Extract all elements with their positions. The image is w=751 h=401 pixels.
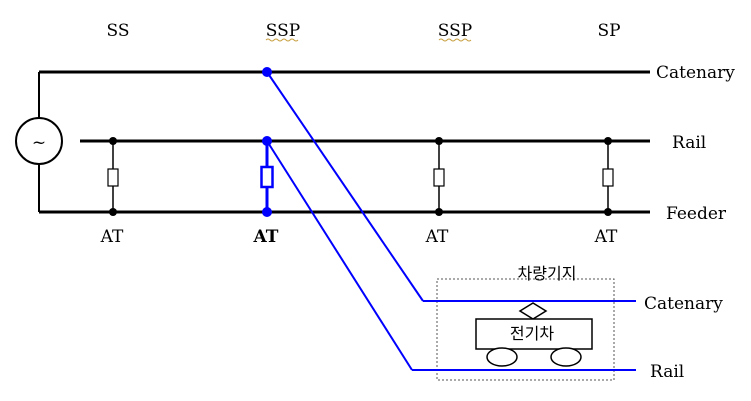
depot-rail-feed [266,140,413,371]
station-label-sp: SP [597,21,620,41]
ac-source-symbol: ~ [32,133,46,153]
line-label-catenary: Catenary [656,63,735,83]
depot-catenary-feed [266,71,424,302]
vehicle-body [475,318,593,350]
at-label-4: AT [594,227,618,247]
autotransformer-1 [107,137,119,216]
depot-label-catenary: Catenary [644,294,723,314]
station-label-ssp-2: SSP [438,21,472,41]
wheel-icon [486,347,518,367]
station-label-ss: SS [107,21,130,41]
station-label-ssp-1: SSP [266,21,300,41]
at-label-3: AT [425,227,449,247]
at-label-1: AT [100,227,124,247]
depot-title: 차량기지 [518,264,577,283]
transformer-icon [602,168,614,187]
depot-label-rail: Rail [650,362,684,382]
line-label-feeder: Feeder [666,204,727,224]
vehicle-label: 전기차 [510,324,554,343]
transformer-icon [107,168,119,187]
autotransformer-3 [433,137,445,216]
line-label-rail: Rail [672,133,706,153]
spellcheck-underline [265,38,299,42]
wheel-icon [550,347,582,367]
electric-vehicle-icon [475,302,593,367]
transformer-icon [433,168,445,187]
autotransformer-4 [602,137,614,216]
depot-boundary [436,278,615,381]
transformer-icon [260,165,274,189]
at-label-2: AT [253,227,279,247]
spellcheck-underline [438,38,472,42]
ac-source-icon: ~ [15,117,63,165]
pantograph-icon [518,302,548,320]
